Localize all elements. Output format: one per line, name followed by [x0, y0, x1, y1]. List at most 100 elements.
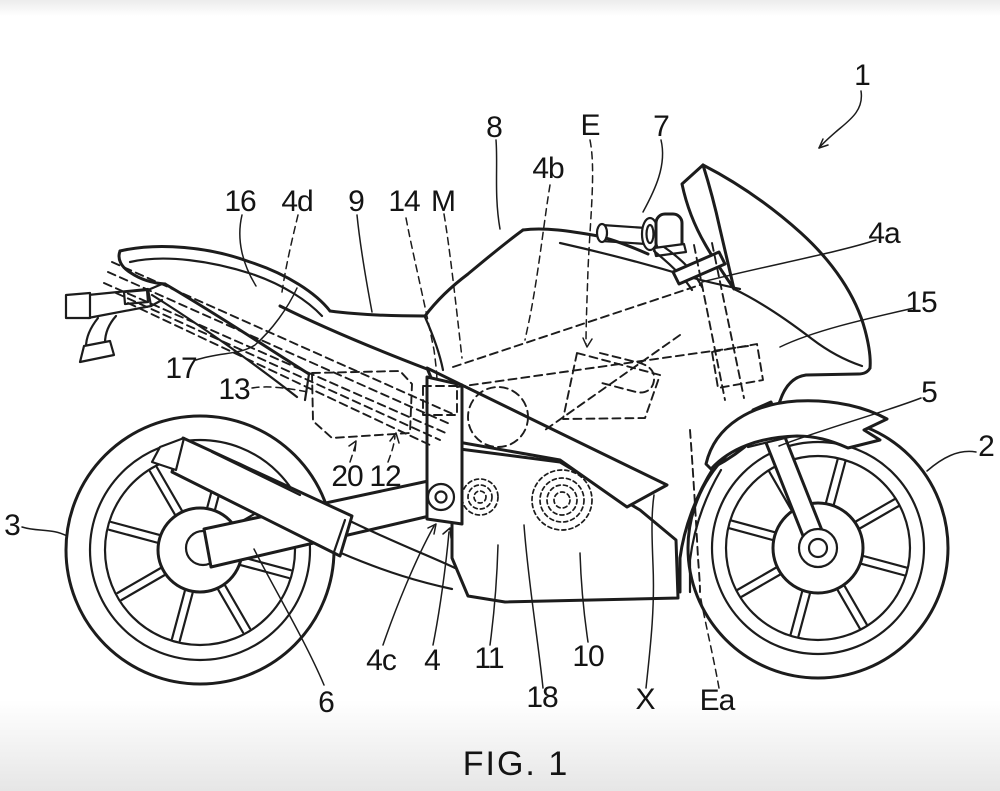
seat-lower-line — [278, 304, 429, 371]
grip-end — [595, 222, 609, 244]
ref-label-6: 6 — [318, 686, 334, 719]
fairing-inner-line — [732, 287, 864, 368]
clutch-ring — [539, 477, 585, 523]
leader-7 — [642, 139, 664, 213]
ref-label-13: 13 — [218, 373, 250, 406]
steering-damper-box — [711, 343, 764, 389]
tank-top — [521, 227, 650, 256]
muffler-seam — [210, 450, 302, 497]
ref-label-4c: 4c — [366, 644, 397, 677]
intake-box — [562, 352, 661, 420]
seat-frame-rails — [103, 261, 456, 446]
leader-12 — [387, 435, 396, 463]
leader-4d — [281, 214, 299, 293]
ref-label-9: 9 — [348, 185, 364, 218]
tank-front-drop — [423, 315, 445, 372]
ref-label-18: 18 — [526, 681, 558, 714]
leader-18 — [523, 524, 544, 689]
leader-Ea — [699, 593, 720, 689]
ref-label-4b: 4b — [532, 152, 564, 185]
leader-10 — [579, 552, 589, 643]
tail-underside-2 — [150, 293, 299, 399]
triple-clamp-bar — [671, 250, 727, 286]
arrowheads — [348, 138, 829, 539]
leader-4 — [432, 531, 450, 646]
duct-rounded-bar — [597, 352, 656, 394]
front-tire-inner — [710, 440, 926, 656]
muffler-mount — [150, 436, 186, 472]
ref-label-X: X — [635, 683, 655, 716]
crank-ring — [467, 484, 493, 510]
engine-bay — [450, 446, 680, 604]
ref-label-12: 12 — [369, 460, 401, 493]
frame-pivot-plate — [425, 375, 464, 526]
leader-lines — [21, 90, 977, 689]
figure-caption: FIG. 1 — [463, 745, 569, 783]
fairing-trailing-inner — [688, 468, 723, 594]
seat-seam-line — [128, 257, 324, 318]
leader-13 — [251, 386, 309, 393]
tail-bodywork — [64, 245, 429, 402]
seat-top-line — [118, 245, 332, 313]
ref-label-Ea: Ea — [700, 684, 736, 717]
handlebar-mount — [595, 212, 727, 292]
leader-1 — [818, 90, 863, 149]
ref-label-4a: 4a — [868, 217, 901, 250]
crank-ring — [461, 478, 499, 516]
reference-labels: 1 8 E 7 4b 16 4d 9 14 M 4a 15 5 2 17 13 … — [4, 59, 995, 719]
ref-label-1: 1 — [854, 59, 870, 92]
throttle-body-circle — [467, 386, 529, 448]
leader-E — [585, 139, 594, 345]
mudflap-end — [78, 339, 116, 364]
fairing-outer-edge — [701, 163, 872, 370]
leader-8 — [495, 139, 501, 230]
leader-17 — [195, 287, 298, 361]
clutch-ring — [531, 469, 593, 531]
ref-label-11: 11 — [474, 642, 503, 675]
rear-tire-inner — [88, 438, 312, 662]
crank-ring — [473, 490, 487, 504]
leader-4a — [701, 239, 877, 283]
grip-cylinder — [600, 223, 648, 246]
ref-label-14: 14 — [388, 185, 420, 218]
frame-spar-lower — [456, 345, 749, 388]
seat-dip — [328, 309, 427, 318]
ref-label-5: 5 — [921, 376, 937, 409]
leader-16 — [239, 214, 257, 287]
ref-label-3: 3 — [4, 509, 20, 542]
leader-14 — [405, 217, 438, 383]
hidden-structure-dashed — [103, 242, 764, 593]
ref-label-20: 20 — [331, 460, 363, 493]
ref-label-4: 4 — [424, 644, 440, 677]
leader-4c — [382, 525, 435, 646]
ref-label-10: 10 — [572, 640, 604, 673]
leader-11 — [489, 544, 499, 646]
leader-5 — [778, 397, 922, 447]
mudflap-edge-2 — [103, 314, 118, 345]
ref-label-2: 2 — [978, 430, 994, 463]
leader-M — [443, 213, 463, 359]
lower-cowl-outline — [450, 446, 680, 604]
leader-15 — [779, 307, 915, 348]
ref-label-15: 15 — [905, 286, 937, 319]
ref-label-E: E — [580, 109, 599, 142]
leader-X — [645, 494, 655, 689]
hanger-cap — [64, 291, 92, 320]
front-fork-fender — [704, 399, 889, 569]
exhaust-pipe — [339, 520, 457, 591]
grip-flange-inner — [645, 223, 655, 245]
front-rim — [724, 454, 912, 642]
plate-hidden-rect — [422, 385, 458, 416]
leader-3 — [21, 526, 68, 537]
clutch-ring — [546, 484, 578, 516]
fairing-edge-hidden — [689, 429, 701, 593]
ref-label-7: 7 — [653, 110, 669, 143]
ref-label-M: M — [431, 185, 455, 218]
pivot-bolt-inner — [434, 490, 448, 504]
leader-2 — [926, 450, 977, 472]
main-frame-spar — [452, 284, 701, 368]
clutch-ring — [553, 491, 571, 509]
muffler-endcap — [332, 518, 347, 554]
